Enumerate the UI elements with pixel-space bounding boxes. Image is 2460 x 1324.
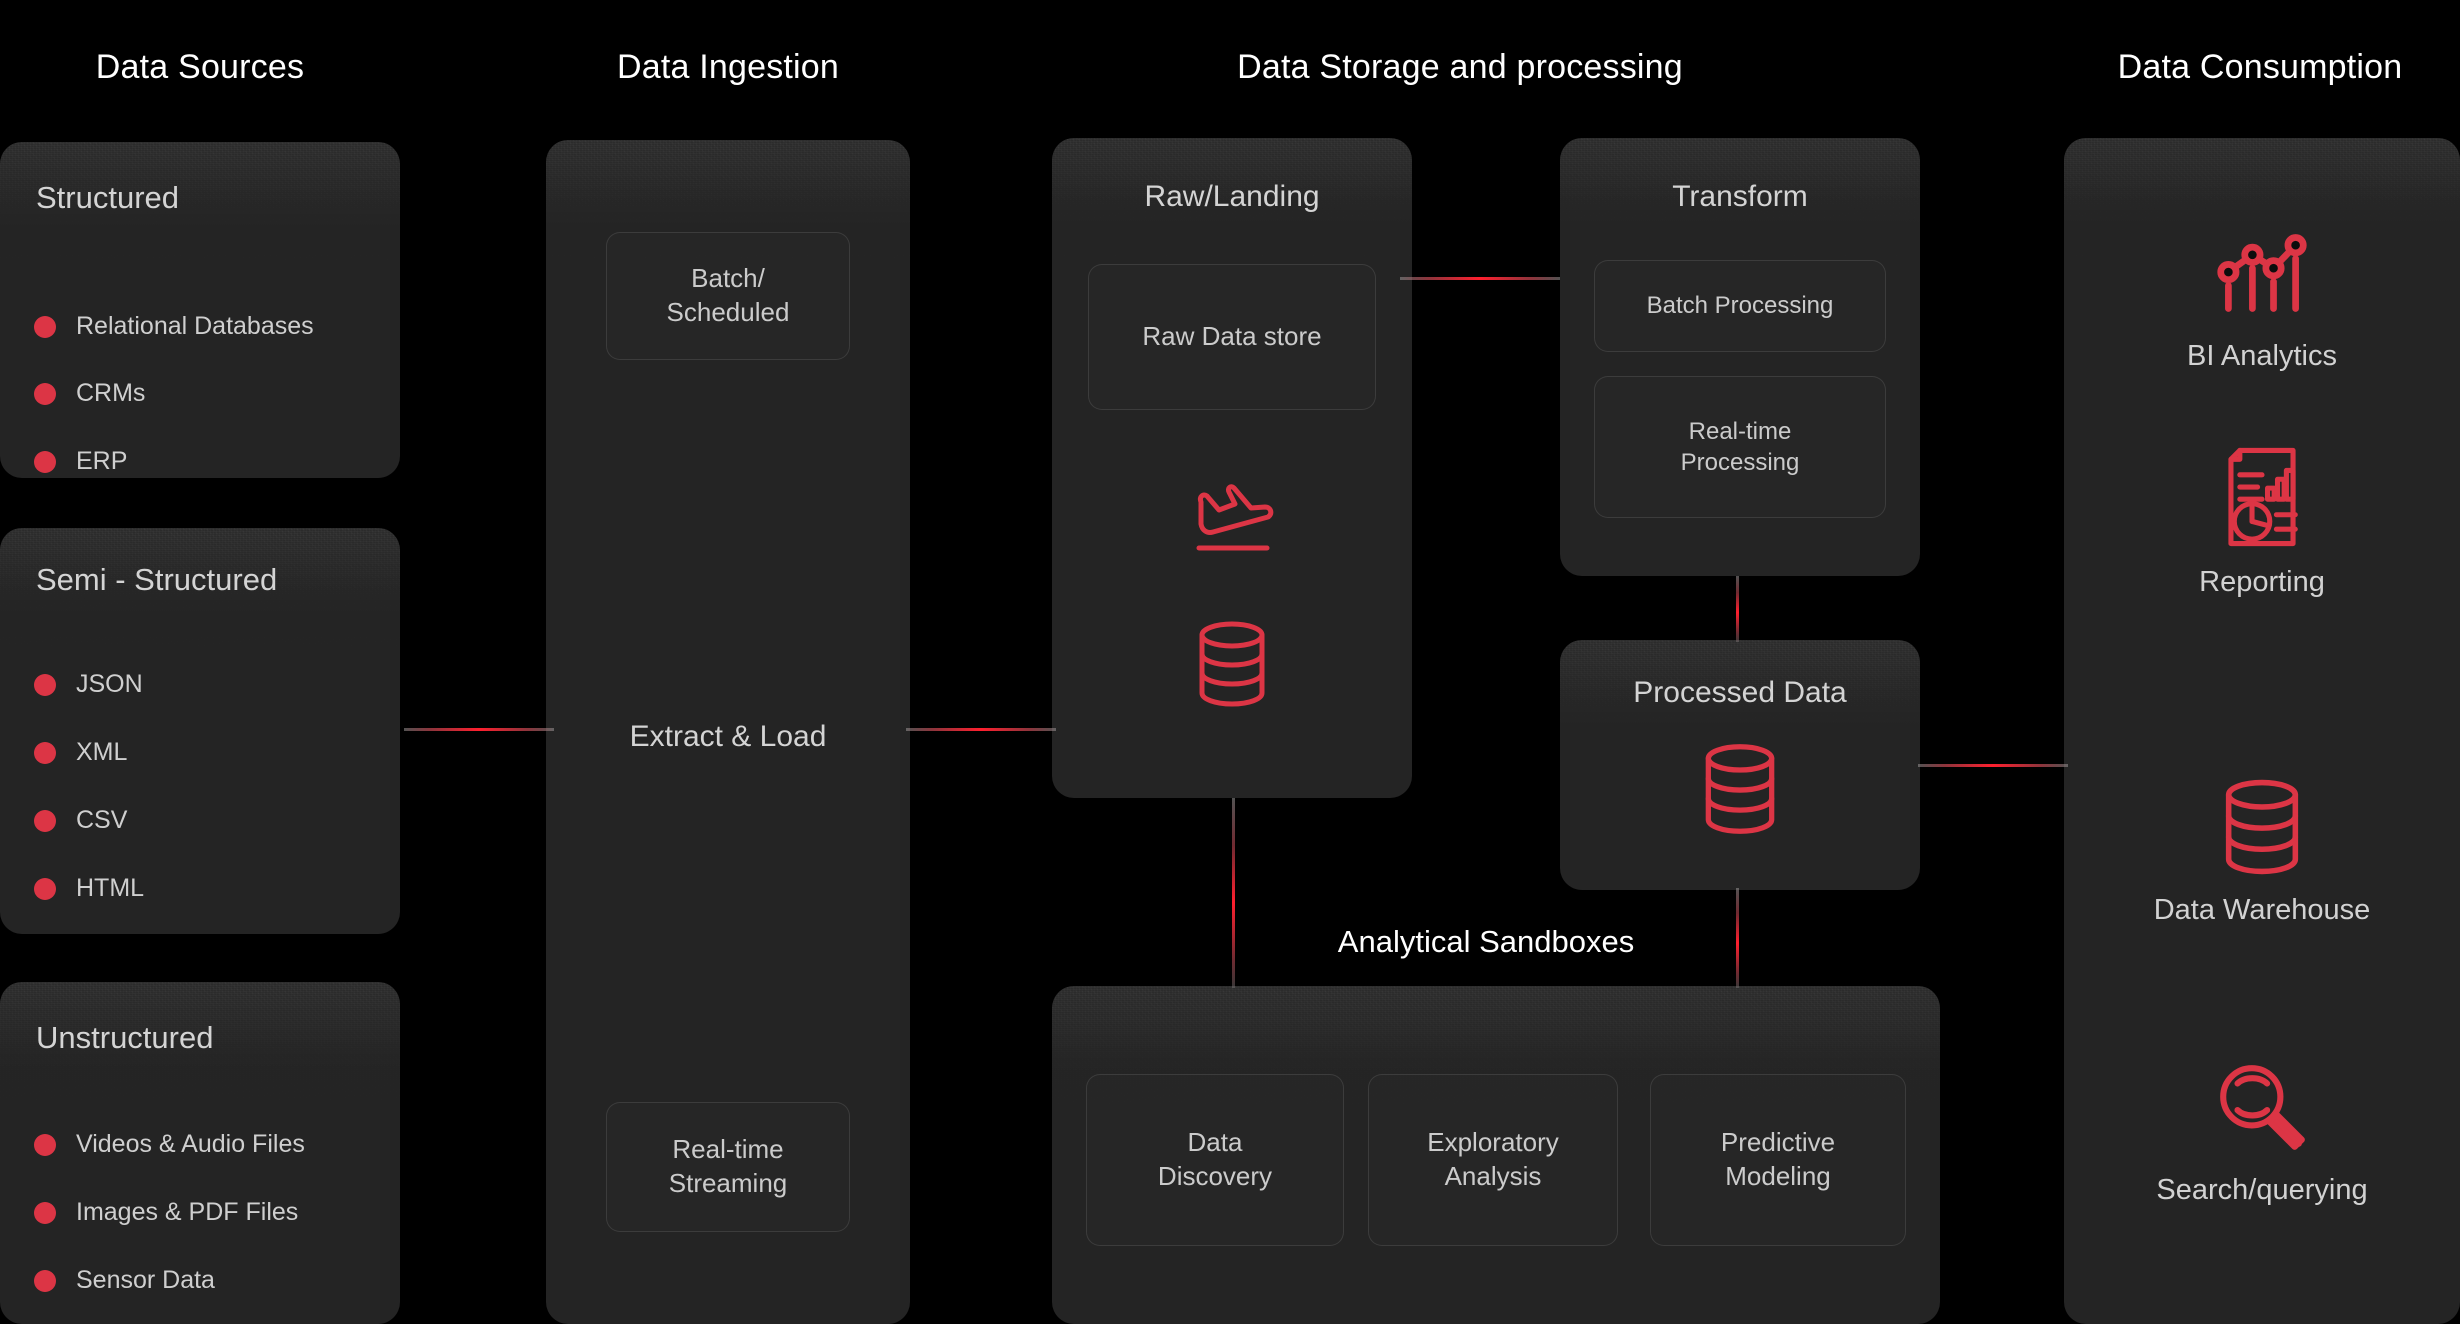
connector-sources-to-ingestion (404, 728, 554, 731)
consumption-item-label: Data Warehouse (2153, 894, 2371, 926)
raw-data-store-box[interactable]: Raw Data store (1088, 264, 1376, 410)
list-item-label: Relational Databases (76, 312, 314, 340)
bullet-dot-icon (34, 673, 56, 696)
database-icon (1560, 742, 1920, 836)
panel-data-ingestion: Extract & Load Batch/ Scheduled Real-tim… (546, 140, 910, 1324)
consumption-item-label: BI Analytics (2187, 340, 2337, 372)
panel-title-raw-landing: Raw/Landing (1144, 180, 1320, 213)
panel-structured: Structured Relational Databases CRMs ERP (0, 142, 400, 478)
connector-raw-to-sandboxes (1232, 798, 1235, 988)
list-item-label: JSON (76, 670, 143, 698)
consumption-item-label: Search/querying (2156, 1174, 2368, 1206)
list-item[interactable]: ERP (34, 447, 127, 476)
consumption-item-data-warehouse[interactable]: Data Warehouse (2064, 778, 2460, 927)
box-line-1: Batch Processing (1646, 292, 1834, 320)
bullet-dot-icon (34, 741, 56, 764)
list-item-label: Videos & Audio Files (76, 1130, 305, 1158)
bullet-dot-icon (34, 1201, 56, 1224)
list-item[interactable]: XML (34, 738, 127, 767)
database-icon (1052, 620, 1412, 708)
list-item-label: CRMs (76, 379, 146, 407)
bullet-dot-icon (34, 1269, 56, 1292)
box-line-2: Scheduled (666, 297, 790, 327)
database-icon (2222, 778, 2302, 876)
column-header-data-storage: Data Storage and processing (1237, 48, 1683, 86)
connector-transform-to-processed (1736, 576, 1739, 642)
list-item-label: Images & PDF Files (76, 1198, 299, 1226)
list-item[interactable]: HTML (34, 874, 144, 903)
panel-title-unstructured: Unstructured (36, 1020, 214, 1055)
sandbox-box-predictive-modeling[interactable]: Predictive Modeling (1650, 1074, 1906, 1246)
list-item[interactable]: CRMs (34, 379, 145, 408)
consumption-item-bi-analytics[interactable]: BI Analytics (2064, 226, 2460, 373)
list-item[interactable]: CSV (34, 806, 127, 835)
panel-unstructured: Unstructured Videos & Audio Files Images… (0, 982, 400, 1324)
bullet-dot-icon (34, 315, 56, 338)
box-line-2: Discovery (1157, 1161, 1273, 1191)
consumption-item-label: Reporting (2199, 566, 2325, 598)
panel-title-processed-data: Processed Data (1633, 676, 1847, 709)
list-item[interactable]: Videos & Audio Files (34, 1130, 305, 1159)
box-line-1: Real-time (1688, 417, 1792, 445)
box-line-1: Real-time (672, 1134, 784, 1165)
panel-raw-landing: Raw/Landing Raw Data store (1052, 138, 1412, 798)
list-item[interactable]: Sensor Data (34, 1266, 215, 1295)
list-item[interactable]: JSON (34, 670, 143, 699)
connector-processed-to-sandboxes (1736, 888, 1739, 988)
box-line-2: Modeling (1725, 1161, 1831, 1191)
list-item-label: Sensor Data (76, 1266, 215, 1294)
sandbox-box-exploratory-analysis[interactable]: Exploratory Analysis (1368, 1074, 1618, 1246)
connector-raw-to-transform (1400, 277, 1560, 280)
ingestion-panel-label: Extract & Load (629, 720, 827, 753)
ingestion-box-batch-scheduled[interactable]: Batch/ Scheduled (606, 232, 850, 360)
connector-processed-to-consumption (1918, 764, 2068, 767)
bullet-dot-icon (34, 1133, 56, 1156)
bullet-dot-icon (34, 877, 56, 900)
list-item[interactable]: Images & PDF Files (34, 1198, 298, 1227)
connector-ingestion-to-storage (906, 728, 1056, 731)
box-line-2: Streaming (668, 1168, 788, 1198)
panel-processed-data: Processed Data (1560, 640, 1920, 890)
panel-title-structured: Structured (36, 180, 180, 215)
bullet-dot-icon (34, 450, 56, 473)
transform-box-realtime-processing[interactable]: Real-time Processing (1594, 376, 1886, 518)
consumption-item-reporting[interactable]: Reporting (2064, 446, 2460, 599)
plane-landing-icon (1052, 484, 1412, 558)
bullet-dot-icon (34, 809, 56, 832)
magnifier-icon (2213, 1058, 2311, 1156)
bar-chart-line-icon (2214, 226, 2310, 322)
panel-title-transform: Transform (1672, 180, 1808, 213)
report-document-icon (2217, 446, 2307, 548)
panel-data-consumption: BI Analytics (2064, 138, 2460, 1324)
list-item-label: XML (76, 738, 128, 766)
ingestion-box-realtime-streaming[interactable]: Real-time Streaming (606, 1102, 850, 1232)
box-line-1: Raw Data store (1142, 321, 1322, 352)
transform-box-batch-processing[interactable]: Batch Processing (1594, 260, 1886, 352)
sandbox-box-data-discovery[interactable]: Data Discovery (1086, 1074, 1344, 1246)
section-title-analytical-sandboxes: Analytical Sandboxes (1337, 924, 1635, 959)
panel-semi-structured: Semi - Structured JSON XML CSV HTML (0, 528, 400, 934)
panel-analytical-sandboxes: Data Discovery Exploratory Analysis Pred… (1052, 986, 1940, 1324)
box-line-2: Analysis (1444, 1161, 1542, 1191)
list-item-label: ERP (76, 447, 128, 475)
box-line-2: Processing (1680, 449, 1800, 476)
list-item-label: HTML (76, 874, 145, 902)
box-line-1: Batch/ (691, 263, 765, 294)
box-line-1: Data (1187, 1127, 1243, 1158)
column-header-data-consumption: Data Consumption (2117, 48, 2403, 86)
panel-transform: Transform Batch Processing Real-time Pro… (1560, 138, 1920, 576)
bullet-dot-icon (34, 382, 56, 405)
list-item[interactable]: Relational Databases (34, 312, 314, 341)
list-item-label: CSV (76, 806, 128, 834)
column-header-data-sources: Data Sources (95, 48, 305, 86)
consumption-item-search-querying[interactable]: Search/querying (2064, 1058, 2460, 1207)
box-line-1: Predictive (1720, 1127, 1836, 1158)
box-line-1: Exploratory (1427, 1127, 1559, 1158)
column-header-data-ingestion: Data Ingestion (616, 48, 840, 86)
panel-title-semi-structured: Semi - Structured (36, 562, 278, 597)
